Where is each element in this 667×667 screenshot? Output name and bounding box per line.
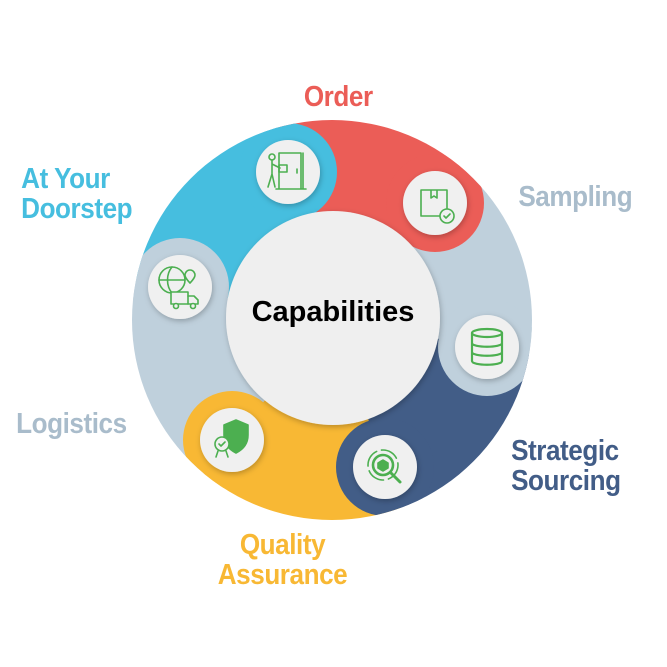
center-circle xyxy=(226,211,440,425)
label-logistics: Logistics xyxy=(16,408,127,440)
center-title: Capabilities xyxy=(251,296,415,328)
shield-badge-icon xyxy=(200,408,264,472)
door-delivery-icon xyxy=(256,140,320,204)
database-icon xyxy=(455,315,519,379)
label-sampling: Sampling xyxy=(518,181,633,213)
magnify-cube-icon xyxy=(353,435,417,499)
box-check-icon xyxy=(403,171,467,235)
globe-truck-icon xyxy=(148,255,212,319)
label-order: Order xyxy=(303,81,373,113)
